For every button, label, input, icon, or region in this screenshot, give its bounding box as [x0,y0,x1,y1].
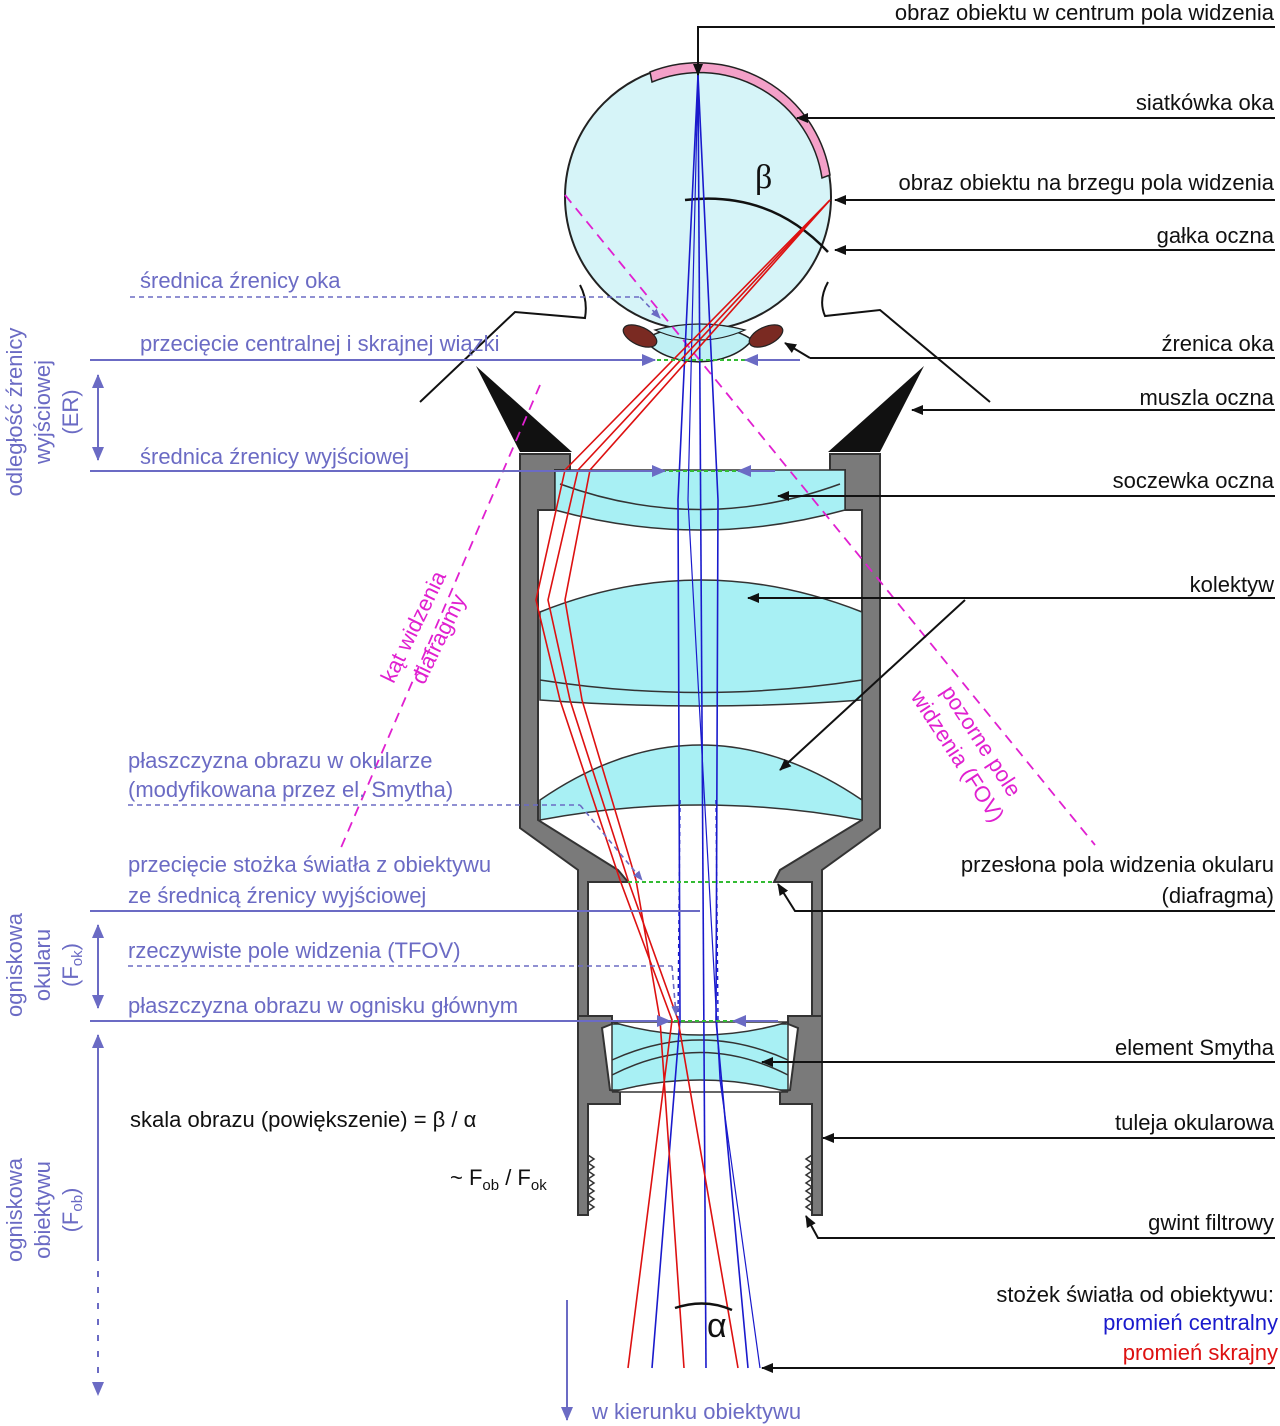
eyecup-right [828,366,924,452]
eyelid-left [419,284,587,403]
label-ratio-slash: / F [499,1165,531,1190]
alpha-symbol: α [707,1307,727,1345]
label-pupil: źrenica oka [1161,331,1274,356]
label-fok-2: okularu [30,929,55,1001]
callout-collective-diag [779,599,966,771]
label-center-image: obraz obiektu w centrum pola widzenia [895,0,1275,25]
right-labels: obraz obiektu w centrum pola widzenia si… [895,0,1278,1365]
label-cone-title: stożek światła od obiektywu: [996,1282,1274,1307]
housing-upper-right [772,453,881,1017]
label-image-plane-2: (modyfikowana przez el. Smytha) [128,777,453,802]
label-cone-cut-2: ze średnicą źrenicy wyjściowej [128,883,426,908]
label-fok-3: (Fok) [58,943,86,987]
label-fok-close: ) [58,943,83,950]
eyecup-left [476,366,572,452]
label-fok-3-main: (F [58,966,83,987]
label-fok-1: ogniskowa [2,912,27,1017]
label-fob-3: (Fob) [58,1188,86,1233]
central-ray-4 [687,74,761,1369]
dim-tfov-leader [671,965,680,1016]
label-eyecup: muszla oczna [1139,385,1274,410]
label-image-plane-1: płaszczyzna obrazu w okularze [128,748,432,773]
label-fob: ogniskowa obiektywu (Fob) [2,1157,86,1262]
central-ray-3 [697,74,707,1369]
label-fob-2: obiektywu [30,1161,55,1259]
label-barrel: tuleja okularowa [1115,1110,1275,1135]
callout-center-image [693,26,1275,76]
label-tfov: rzeczywiste pole widzenia (TFOV) [128,938,461,963]
label-eyeball: gałka oczna [1157,223,1275,248]
label-exit-pupil: średnica źrenicy wyjściowej [140,444,409,469]
label-pupil-diameter: średnica źrenicy oka [140,268,341,293]
label-ratio-ok: ok [531,1177,547,1194]
iris-left [622,324,658,348]
label-filter-thread: gwint filtrowy [1148,1210,1274,1235]
label-central-ray: promień centralny [1103,1310,1278,1335]
eyelid-right [821,281,991,403]
label-diaphragm-angle: kąt widzenia diafragmy [375,566,470,688]
iris-right [748,324,784,348]
central-ray-1 [651,74,699,1369]
label-field-stop-2: (diafragma) [1162,883,1274,908]
label-er-3: (ER) [58,389,83,434]
eyepiece-housing [519,453,881,1216]
right-callouts [693,26,1275,1373]
callout-pupil-leader [784,342,811,359]
smyth-concave-bottom [611,1079,789,1093]
collective-inner [539,679,863,694]
label-fob-3-main: (F [58,1212,83,1233]
apparent-fov-line [564,194,1096,846]
label-toward-objective: w kierunku obiektywu [591,1399,801,1424]
label-ratio-ob: ob [482,1177,499,1194]
label-fok-sub: ok [69,950,86,966]
label-field-stop-1: przesłona pola widzenia okularu [961,852,1274,877]
label-fok: ogniskowa okularu (Fok) [2,912,86,1017]
filter-thread-left [586,1154,596,1212]
label-edge-image: obraz obiektu na brzegu pola widzenia [899,170,1275,195]
eyecup [476,366,924,452]
label-smyth: element Smytha [1115,1035,1275,1060]
callout-diaphragm [777,883,1275,912]
label-magnification: skala obrazu (powiększenie) = β / α [130,1107,477,1132]
dim-pupil-diameter-leader [639,296,661,319]
dim-image-plane-leader [579,804,643,881]
callout-filter-thread [805,1215,1275,1239]
fov-lines [339,194,1096,851]
planes [628,359,772,1022]
label-fob-close: ) [58,1188,83,1195]
filter-thread-right [804,1154,814,1212]
label-fob-1: ogniskowa [2,1157,27,1262]
label-collective: kolektyw [1190,572,1274,597]
label-er: odległość źrenicy wyjściowej (ER) [2,328,83,497]
label-apparent-fov: pozorne pole widzenia (FOV) [905,681,1026,827]
alpha-arc [674,1302,733,1312]
label-ratio: ~ Fob / Fok [450,1165,547,1194]
label-marginal-ray: promień skrajny [1123,1340,1278,1365]
label-fob-sub: ob [69,1195,86,1212]
label-retina: siatkówka oka [1136,90,1275,115]
label-er-2: wyjściowej [30,360,55,465]
smyth-inner-1 [611,1039,789,1061]
left-labels: średnica źrenicy oka przecięcie centraln… [2,268,801,1424]
central-rays [651,74,761,1369]
beta-symbol: β [755,159,772,196]
left-dimensions [90,296,800,1421]
label-eye-lens: soczewka oczna [1113,468,1275,493]
central-ray-2 [697,74,749,1369]
label-ratio-F1: ~ F [450,1165,482,1190]
retina [649,62,831,180]
label-intersection: przecięcie centralnej i skrajnej wiązki [140,331,499,356]
label-er-1: odległość źrenicy [2,328,27,497]
label-focal-plane: płaszczyzna obrazu w ognisku głównym [128,993,518,1018]
housing-upper-left [519,453,631,1017]
label-cone-cut-1: przecięcie stożka światła z obiektywu [128,852,491,877]
